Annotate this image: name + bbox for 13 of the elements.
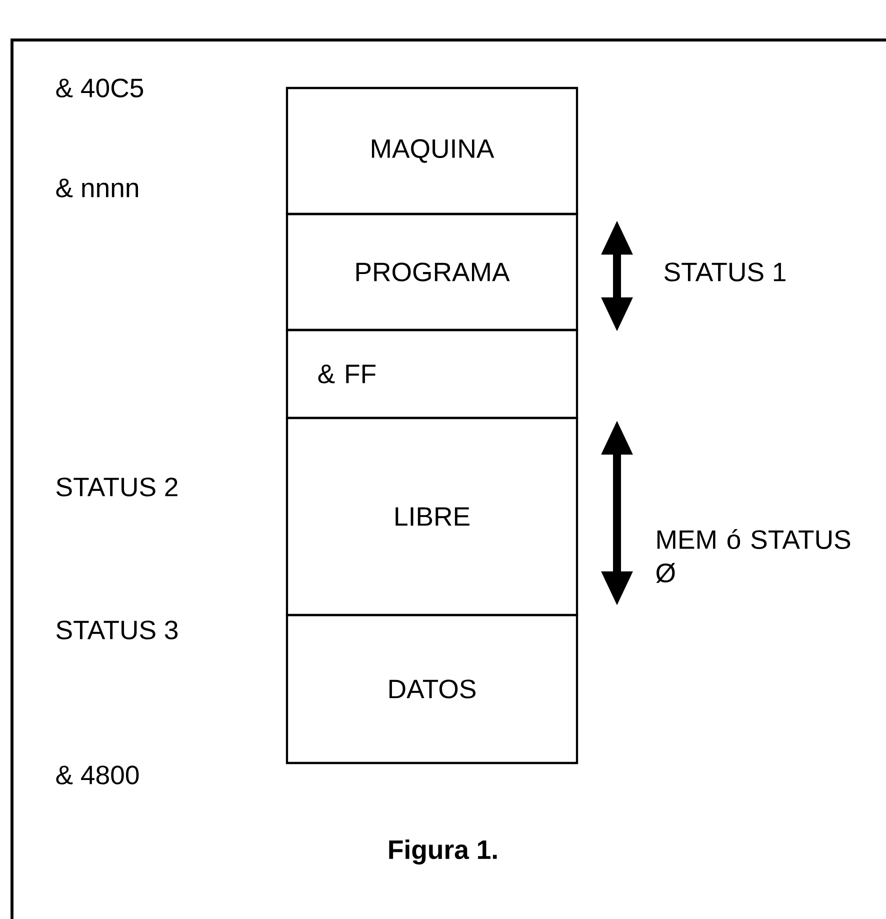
memory-segment: LIBRE	[286, 416, 578, 616]
memory-segment: MAQUINA	[286, 86, 578, 216]
memory-label: & 40C5	[56, 78, 144, 98]
memory-label: & 4800	[56, 766, 139, 784]
memory-label: & nnnn	[56, 178, 138, 198]
memory-label: MEM ó STATUS Ø	[656, 529, 850, 583]
memory-label: STATUS 1	[664, 262, 786, 282]
memory-segment: PROGRAMA	[286, 212, 578, 332]
figure-caption: Figura 1.	[389, 840, 497, 864]
memory-label: STATUS 2	[56, 478, 178, 496]
memory-label: STATUS 3	[56, 620, 178, 640]
memory-segment: DATOS	[286, 614, 578, 764]
memory-segment: & FF	[286, 328, 578, 420]
